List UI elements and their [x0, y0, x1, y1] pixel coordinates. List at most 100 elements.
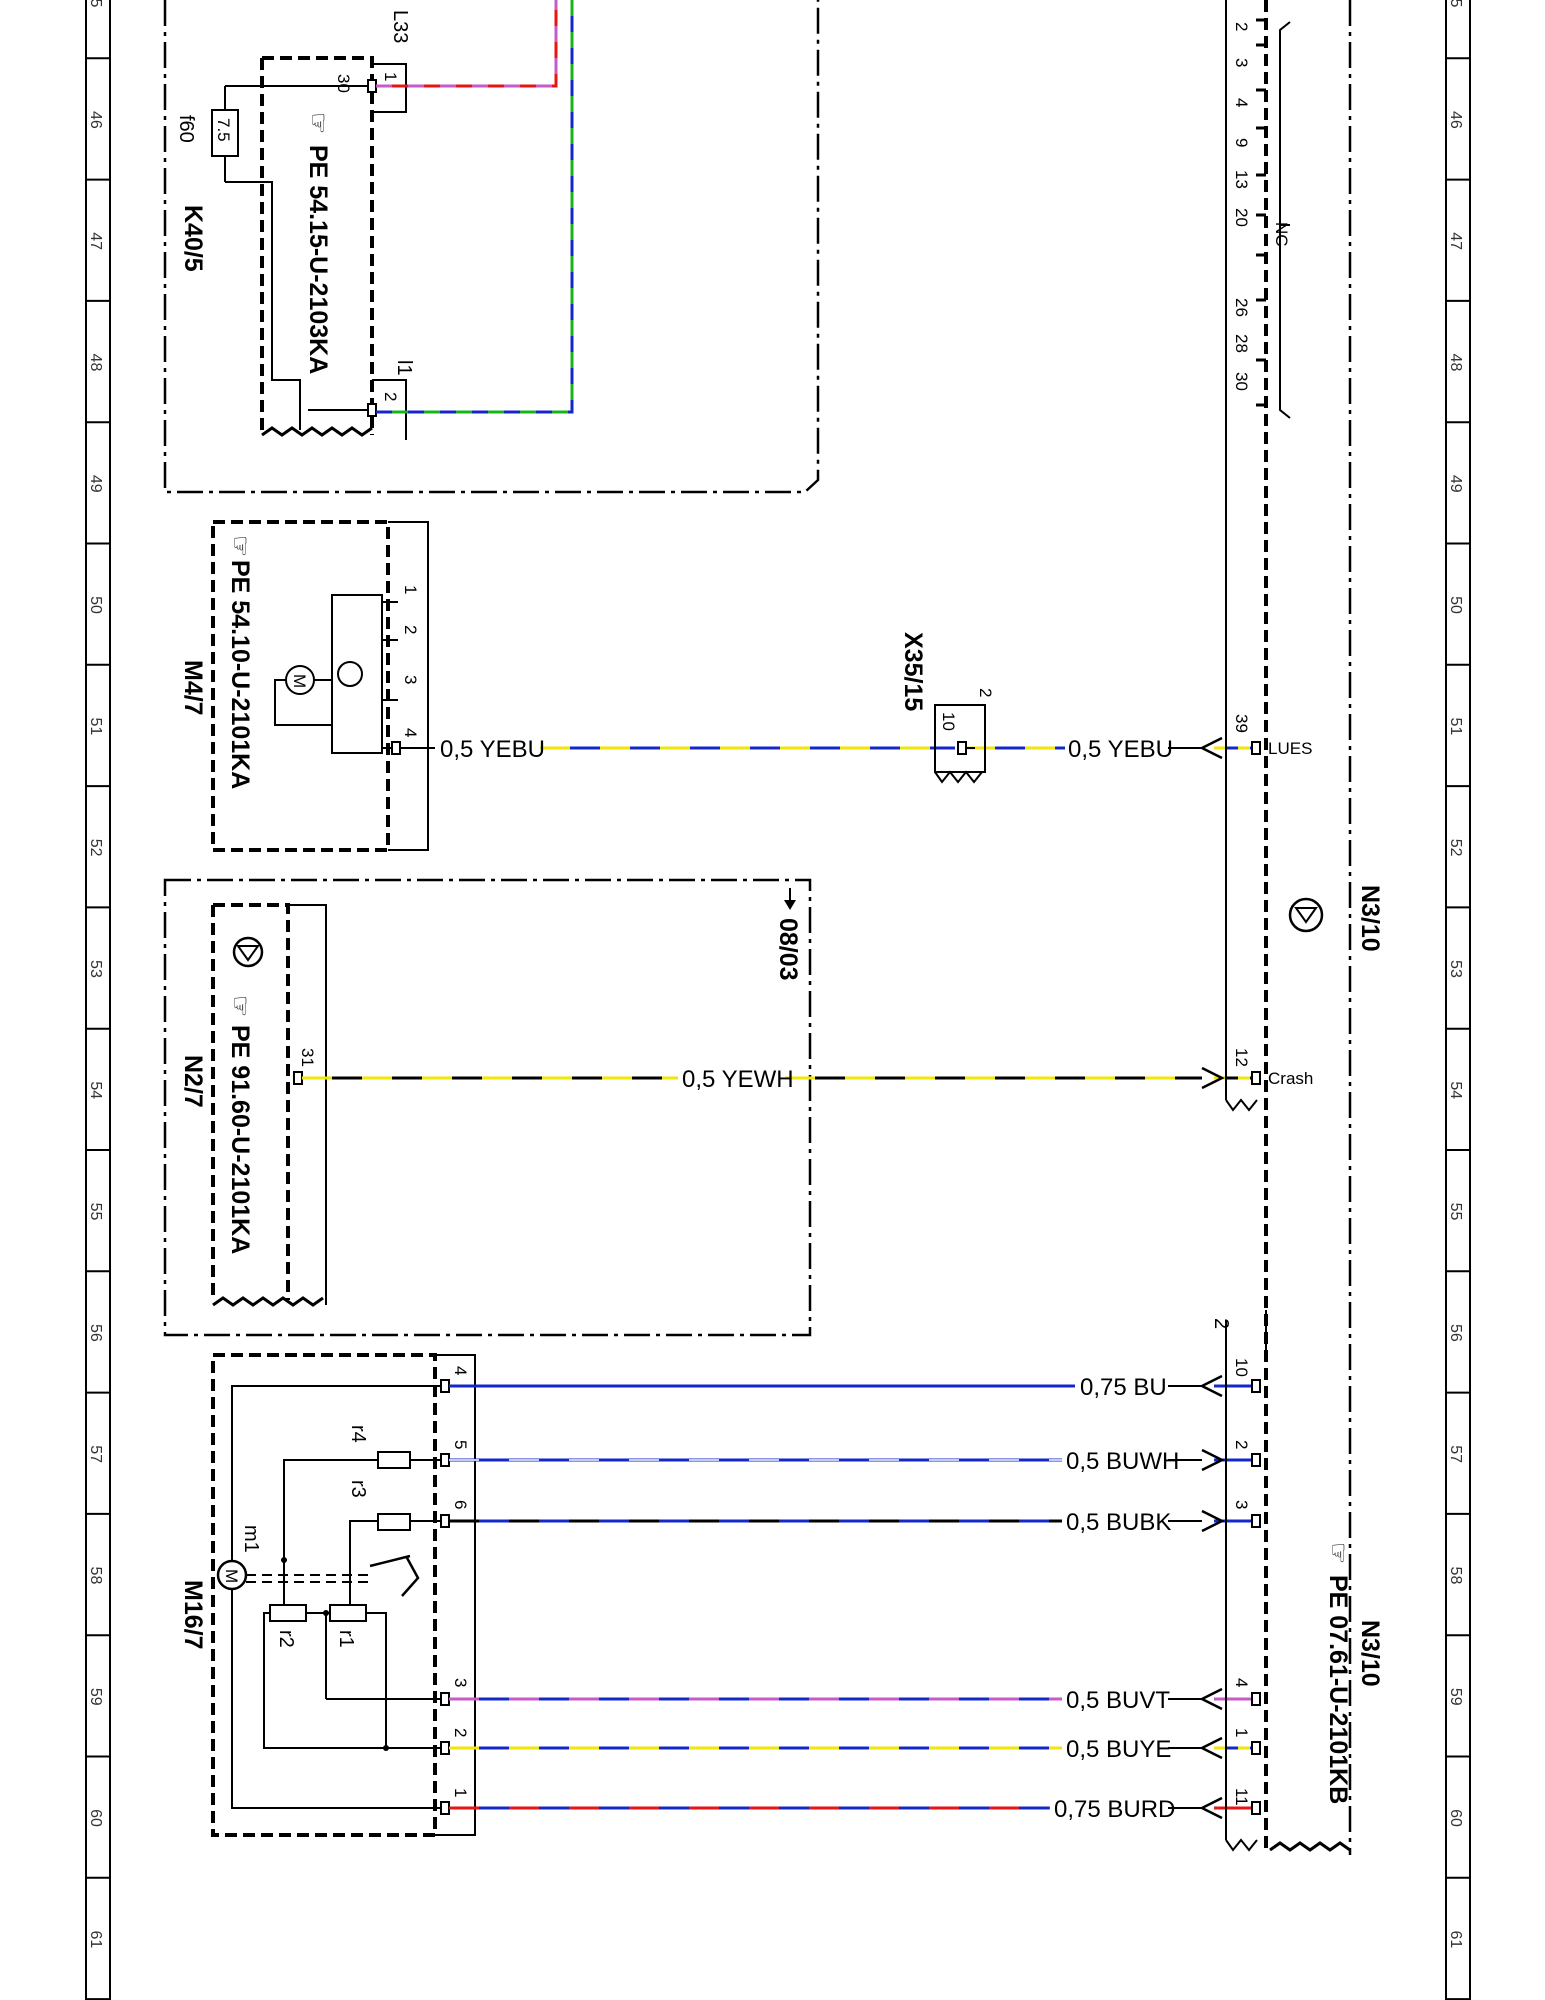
- m16-7-motor-symbol: M: [222, 1569, 241, 1583]
- m4-7-pin-4: 4: [401, 728, 420, 737]
- k40-5-conn-l1: l1: [393, 360, 415, 376]
- wire-label-buwh: 0,5 BUWH: [1066, 1448, 1179, 1475]
- n2-7-module: [163, 878, 812, 1337]
- grid-frame: [85, 0, 1471, 2000]
- k40-5-pin-1: 1: [381, 72, 400, 81]
- m16-7-r4: r4: [347, 1425, 369, 1443]
- n3-10-pin-3: 3: [1232, 1500, 1251, 1509]
- m4-7-pin-2: 2: [401, 625, 420, 634]
- grid-row-number-right: 60: [1447, 1809, 1464, 1827]
- m16-7-pin-3: 3: [451, 1678, 470, 1687]
- grid-row-number-right: 53: [1447, 960, 1464, 978]
- grid-row-number-right: 50: [1447, 596, 1464, 614]
- m16-7-r2: r2: [275, 1630, 297, 1648]
- n3-10-nc-pin-28: 28: [1232, 334, 1251, 353]
- m4-7-ref: PE 54.10-U-2101KA: [226, 560, 254, 789]
- n3-10-label-bottom: N3/10: [1356, 1620, 1384, 1687]
- m4-7-module: [211, 520, 429, 852]
- grid-row-number-left: 60: [87, 1809, 104, 1827]
- n3-10-pin-10: 10: [1232, 1358, 1251, 1377]
- m16-7-pin-4: 4: [451, 1366, 470, 1375]
- n3-10-nc-pin-3: 3: [1232, 58, 1251, 67]
- grid-row-number-left: 48: [87, 354, 104, 372]
- n3-10-pin-12: 12: [1232, 1048, 1251, 1067]
- k40-5-fuse-name: f60: [175, 115, 197, 143]
- wire-label-bubk: 0,5 BUBK: [1066, 1509, 1171, 1536]
- k40-5-label: K40/5: [179, 205, 207, 272]
- wire-label-bu: 0,75 BU: [1080, 1374, 1167, 1401]
- n3-10-conn-2: 2: [1210, 1318, 1232, 1329]
- grid-row-number-left: 46: [87, 111, 104, 129]
- grid-right-labels: 4546474849505152535455565758596061: [1447, 0, 1464, 1948]
- k40-5-fuse-rating: 7.5: [214, 118, 233, 142]
- n3-10-pin-39: 39: [1232, 714, 1251, 733]
- wire-label-yebu-left: 0,5 YEBU: [440, 736, 545, 763]
- grid-row-number-right: 61: [1447, 1930, 1464, 1948]
- grid-row-number-right: 55: [1447, 1203, 1464, 1221]
- n3-10-nc-pin-2: 2: [1232, 22, 1251, 31]
- k40-5-pin-30: 30: [334, 74, 353, 93]
- grid-row-number-right: 58: [1447, 1567, 1464, 1585]
- grid-left-labels: 4546474849505152535455565758596061: [87, 0, 104, 1948]
- grid-row-number-right: 46: [1447, 111, 1464, 129]
- grid-row-number-left: 56: [87, 1324, 104, 1342]
- k40-5-module: [163, 0, 820, 494]
- k40-5-conn-l33: L33: [389, 10, 411, 43]
- n3-10-ref: PE 07.61-U-2101KB: [1324, 1575, 1352, 1804]
- grid-row-number-right: 57: [1447, 1445, 1464, 1463]
- x35-15-connector: [934, 704, 986, 784]
- n3-10-lues-label: LUES: [1268, 739, 1312, 758]
- grid-row-number-right: 45: [1447, 0, 1464, 8]
- pointer-hand-icon: ☞: [1324, 1542, 1352, 1564]
- m4-7-pin-3: 3: [401, 675, 420, 684]
- grid-row-number-left: 52: [87, 839, 104, 857]
- n3-10-nc-label: NC: [1272, 222, 1291, 247]
- grid-ticks: [86, 57, 1470, 2000]
- wire-label-buye: 0,5 BUYE: [1066, 1736, 1171, 1763]
- grid-row-number-left: 51: [87, 717, 104, 735]
- pointer-hand-icon: ☞: [226, 995, 254, 1017]
- wire-label-buvt: 0,5 BUVT: [1066, 1687, 1170, 1714]
- m16-7-motor-name: m1: [240, 1525, 262, 1553]
- grid-row-number-left: 53: [87, 960, 104, 978]
- grid-row-number-left: 49: [87, 475, 104, 493]
- n2-7-xref: 08/03: [774, 918, 802, 981]
- x35-15-pin-2: 2: [976, 688, 995, 697]
- n2-7-label: N2/7: [179, 1055, 207, 1108]
- wire-label-yewh: 0,5 YEWH: [682, 1066, 794, 1093]
- grid-row-number-left: 54: [87, 1081, 104, 1099]
- grid-row-number-right: 56: [1447, 1324, 1464, 1342]
- grid-row-number-right: 48: [1447, 354, 1464, 372]
- n3-10-nc-pin-26: 26: [1232, 298, 1251, 317]
- m16-7-module: [211, 1353, 476, 1837]
- x35-15-label: X35/15: [899, 632, 927, 711]
- pointer-hand-icon: ☞: [226, 535, 254, 557]
- grid-row-number-right: 54: [1447, 1081, 1464, 1099]
- m4-7-label: M4/7: [179, 660, 207, 716]
- k40-5-ref: PE 54.15-U-2103KA: [304, 145, 332, 374]
- m16-7-pin-6: 6: [451, 1500, 470, 1509]
- m16-7-pin-5: 5: [451, 1440, 470, 1449]
- k40-5-pin-2: 2: [381, 392, 400, 401]
- pointer-hand-icon: ☞: [304, 112, 332, 134]
- m4-7-pin-1: 1: [401, 585, 420, 594]
- x35-15-pin-10: 10: [939, 712, 958, 731]
- grid-row-number-left: 59: [87, 1688, 104, 1706]
- n2-7-pin-31: 31: [298, 1048, 317, 1067]
- wire-label-burd: 0,75 BURD: [1054, 1796, 1175, 1823]
- grid-row-number-left: 45: [87, 0, 104, 8]
- grid-row-number-left: 55: [87, 1203, 104, 1221]
- n3-10-nc-pin-9: 9: [1232, 138, 1251, 147]
- m16-7-r1: r1: [335, 1630, 357, 1648]
- m16-7-pin-1: 1: [451, 1788, 470, 1797]
- grid-row-number-left: 47: [87, 232, 104, 250]
- n3-10-nc-pin-20: 20: [1232, 208, 1251, 227]
- grid-row-number-right: 49: [1447, 475, 1464, 493]
- n3-10-pin-4: 4: [1232, 1678, 1251, 1687]
- n3-10-nc-pin-30: 30: [1232, 372, 1251, 391]
- n3-10-pin-11: 11: [1232, 1788, 1251, 1806]
- n3-10-pin-2: 2: [1232, 1440, 1251, 1449]
- grid-row-number-left: 61: [87, 1930, 104, 1948]
- m4-7-motor-symbol: M: [290, 674, 309, 688]
